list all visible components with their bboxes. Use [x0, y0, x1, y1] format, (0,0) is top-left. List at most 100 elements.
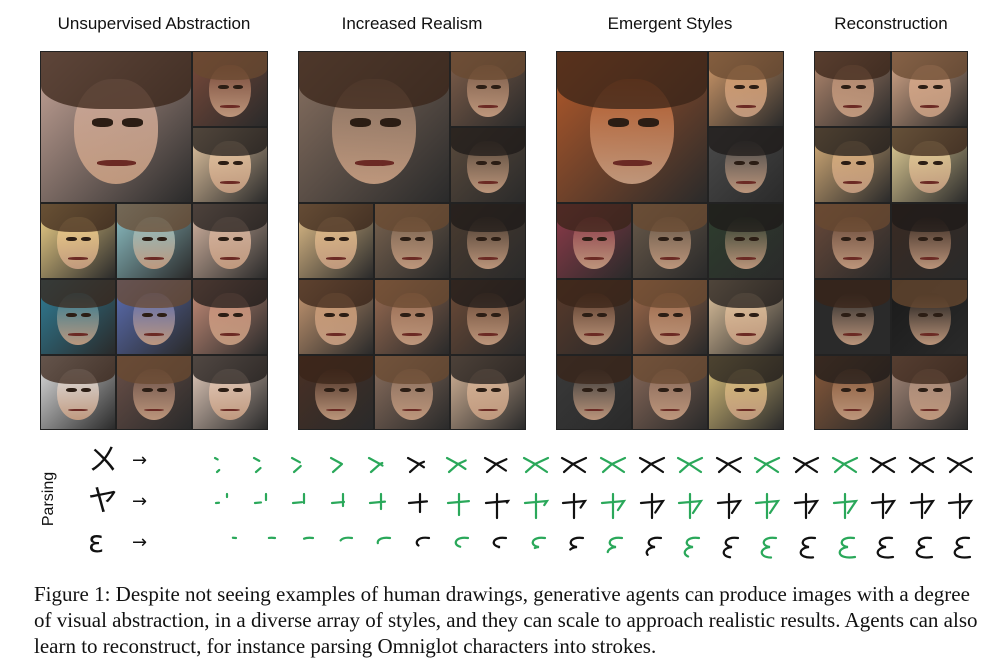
source-character-2: ヤ — [88, 484, 118, 519]
face-image-tile — [556, 279, 632, 355]
figure-caption: Figure 1: Despite not seeing examples of… — [34, 582, 978, 658]
parsing-step-character-1 — [675, 450, 705, 480]
arrow-icon: → — [132, 491, 148, 512]
increased-realism-grid — [298, 51, 526, 430]
unsupervised-abstraction-grid — [40, 51, 268, 430]
parsing-step-character-3 — [714, 532, 744, 562]
parsing-step-character-1 — [444, 450, 474, 480]
face-image-tile — [192, 127, 268, 203]
reconstruction-grid — [814, 51, 968, 430]
parsing-step-character-3 — [366, 532, 396, 562]
parsing-step-character-2 — [559, 491, 589, 521]
face-image-tile — [374, 203, 450, 279]
face-image-tile — [814, 355, 891, 430]
face-image-tile — [298, 51, 450, 203]
parsing-step-character-1 — [405, 450, 435, 480]
parsing-label-text: Parsing — [40, 471, 58, 527]
face-image-tile — [40, 51, 192, 203]
face-image-tile — [192, 279, 268, 355]
parsing-step-character-3 — [328, 532, 358, 562]
face-image-tile — [450, 355, 526, 430]
parsing-step-character-2 — [907, 491, 937, 521]
face-image-tile — [708, 127, 784, 203]
face-image-tile — [192, 203, 268, 279]
parsing-step-character-2 — [714, 491, 744, 521]
face-image-tile — [814, 127, 891, 203]
parsing-step-character-1 — [868, 450, 898, 480]
parsing-step-character-1 — [714, 450, 744, 480]
parsing-step-character-3 — [637, 532, 667, 562]
parsing-step-character-2 — [289, 491, 319, 521]
parsing-step-character-3 — [945, 532, 975, 562]
parsing-step-character-2 — [328, 491, 358, 521]
parsing-step-character-3 — [444, 532, 474, 562]
panel-title-unsupervised-abstraction: Unsupervised Abstraction — [57, 14, 251, 33]
parsing-step-character-3 — [289, 532, 319, 562]
arrow-icon: → — [132, 450, 148, 471]
parsing-step-character-2 — [752, 491, 782, 521]
face-image-tile — [40, 279, 116, 355]
source-character-1: ㄨ — [88, 443, 118, 478]
parsing-step-character-1 — [289, 450, 319, 480]
parsing-step-character-3 — [559, 532, 589, 562]
face-image-tile — [192, 355, 268, 430]
face-image-tile — [192, 51, 268, 127]
parsing-step-character-1 — [945, 450, 975, 480]
parsing-step-character-1 — [251, 450, 281, 480]
face-image-tile — [708, 355, 784, 430]
parsing-step-character-2 — [637, 491, 667, 521]
parsing-step-character-2 — [598, 491, 628, 521]
face-image-tile — [40, 355, 116, 430]
face-image-tile — [632, 279, 708, 355]
parsing-step-character-3 — [868, 532, 898, 562]
parsing-step-character-2 — [791, 491, 821, 521]
parsing-step-character-3 — [830, 532, 860, 562]
face-image-tile — [298, 203, 374, 279]
face-image-tile — [450, 51, 526, 127]
face-image-tile — [450, 203, 526, 279]
parsing-step-character-1 — [559, 450, 589, 480]
parsing-step-character-3 — [521, 532, 551, 562]
face-image-tile — [298, 279, 374, 355]
parsing-step-character-3 — [752, 532, 782, 562]
panel-title-increased-realism: Increased Realism — [341, 14, 483, 33]
parsing-step-character-2 — [675, 491, 705, 521]
parsing-step-character-2 — [251, 491, 281, 521]
parsing-step-character-3 — [212, 532, 242, 562]
face-image-tile — [116, 279, 192, 355]
parsing-step-character-3 — [907, 532, 937, 562]
parsing-step-character-1 — [830, 450, 860, 480]
face-image-tile — [450, 279, 526, 355]
face-image-tile — [891, 203, 968, 279]
face-image-tile — [632, 355, 708, 430]
arrow-icon: → — [132, 532, 148, 553]
parsing-step-character-2 — [366, 491, 396, 521]
parsing-step-character-1 — [791, 450, 821, 480]
face-image-tile — [556, 203, 632, 279]
face-image-tile — [814, 203, 891, 279]
parsing-step-character-3 — [405, 532, 435, 562]
face-image-tile — [40, 203, 116, 279]
parsing-step-character-1 — [521, 450, 551, 480]
parsing-step-character-2 — [830, 491, 860, 521]
source-character-3: ε — [88, 525, 105, 560]
parsing-step-character-3 — [791, 532, 821, 562]
panel-title-reconstruction: Reconstruction — [834, 14, 948, 33]
parsing-step-character-2 — [444, 491, 474, 521]
face-image-tile — [556, 355, 632, 430]
face-image-tile — [891, 127, 968, 203]
parsing-step-character-1 — [907, 450, 937, 480]
face-image-tile — [116, 355, 192, 430]
face-image-tile — [708, 279, 784, 355]
emergent-styles-grid — [556, 51, 784, 430]
parsing-step-character-2 — [482, 491, 512, 521]
parsing-step-character-1 — [482, 450, 512, 480]
parsing-label: Parsing — [34, 470, 64, 530]
parsing-step-character-2 — [945, 491, 975, 521]
face-image-tile — [450, 127, 526, 203]
face-image-tile — [374, 355, 450, 430]
face-image-tile — [298, 355, 374, 430]
face-image-tile — [556, 51, 708, 203]
face-image-tile — [814, 51, 891, 127]
face-image-tile — [374, 279, 450, 355]
